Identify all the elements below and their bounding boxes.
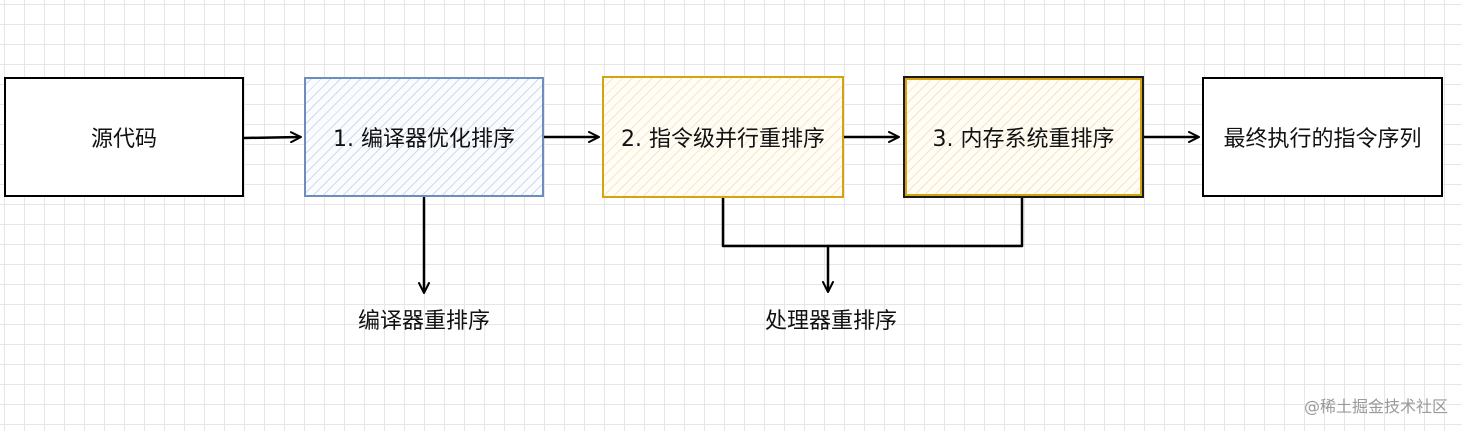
- memory-system-label: 3. 内存系统重排序: [932, 127, 1115, 152]
- compiler-reorder-label: 编译器重排序: [357, 309, 491, 334]
- processor-reorder-label: 处理器重排序: [764, 309, 898, 334]
- instruction-level-parallel-node[interactable]: 2. 指令级并行重排序: [602, 76, 844, 198]
- instruction-level-parallel-label: 2. 指令级并行重排序: [621, 127, 825, 152]
- source-code-label: 源代码: [90, 127, 157, 152]
- compiler-optimization-label: 1. 编译器优化排序: [333, 127, 515, 152]
- processor-merge-lines: [721, 196, 1024, 248]
- memory-system-node[interactable]: 3. 内存系统重排序: [903, 76, 1144, 198]
- watermark: @稀土掘金技术社区: [1303, 397, 1448, 416]
- compiler-optimization-node[interactable]: 1. 编译器优化排序: [304, 77, 544, 197]
- final-sequence-label: 最终执行的指令序列: [1223, 127, 1422, 152]
- source-code-node[interactable]: 源代码: [4, 77, 244, 197]
- final-sequence-node[interactable]: 最终执行的指令序列: [1202, 77, 1443, 197]
- arrow-source-to-compiler: [242, 131, 302, 144]
